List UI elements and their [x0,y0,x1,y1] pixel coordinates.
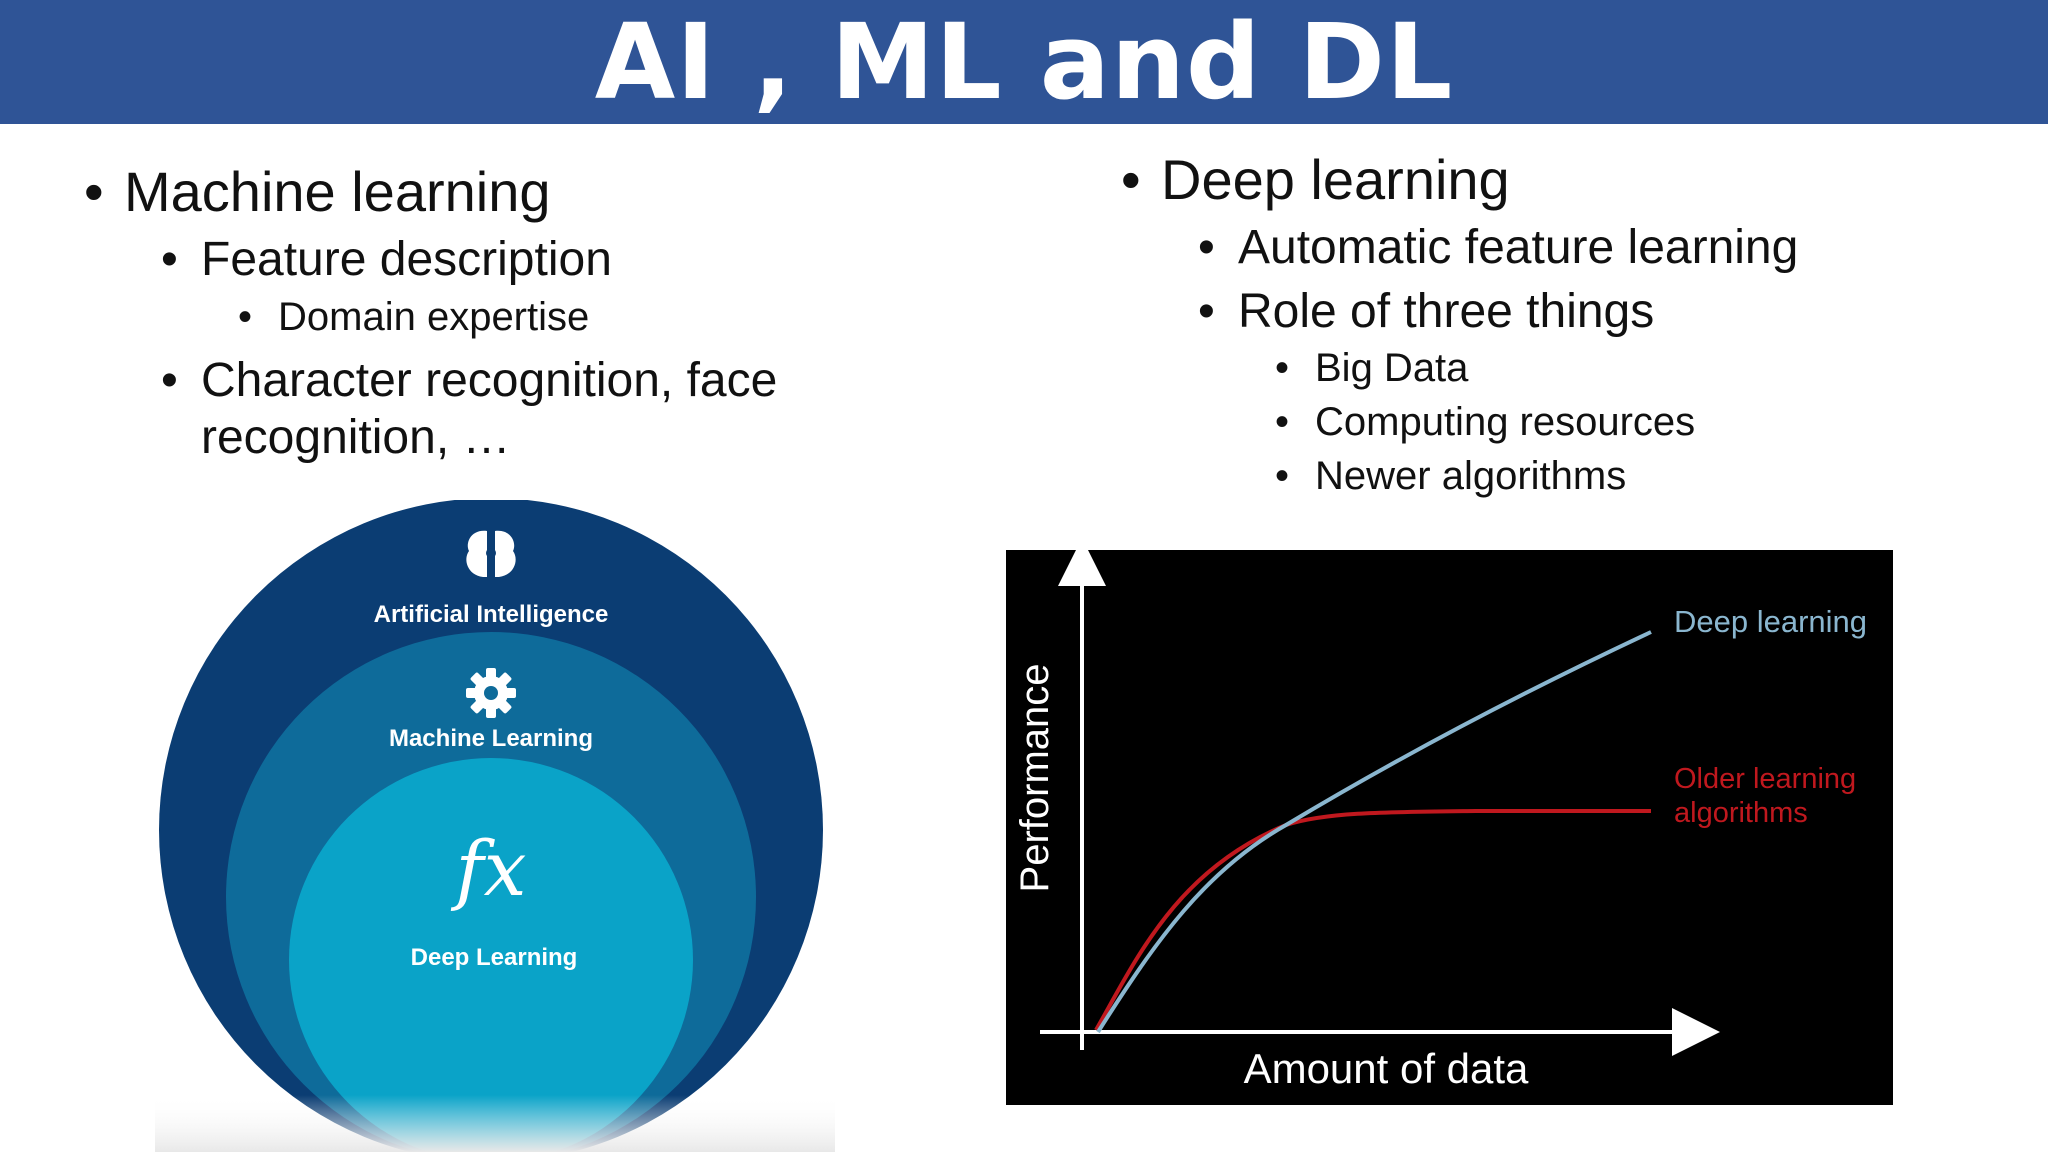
ai-ml-dl-diagram: Artificial Intelligence Machine Learning… [155,500,835,1152]
bullet-role-of-three-things: Role of three things [1198,284,2021,339]
bullet-text: Automatic feature learning [1238,221,1799,275]
ai-label: Artificial Intelligence [374,601,609,628]
dl-circle [289,758,693,1152]
older-algorithms-label: Older learning [1674,763,1856,795]
y-axis-label: Performance [1013,664,1057,893]
bullet-big-data: Big Data [1275,345,2021,391]
x-axis-label: Amount of data [1244,1045,1529,1092]
bullet-text-continued: recognition, … [201,411,511,465]
right-bullet-list: Deep learning Automatic feature learning… [1121,148,2021,499]
bullet-feature-description: Feature description [161,232,884,287]
dl-label: Deep Learning [411,944,578,971]
bullet-text: Role of three things [1238,284,1655,338]
brain-icon [466,530,516,577]
bullet-character-recognition: Character recognition, face recognition,… [161,352,884,467]
bullet-text: Computing resources [1315,399,1696,444]
gear-icon [466,668,516,718]
bullet-computing-resources: Computing resources [1275,399,2021,445]
left-bullet-list: Machine learning Feature description Dom… [84,160,884,467]
bullet-newer-algorithms: Newer algorithms [1275,453,2021,499]
deep-learning-label: Deep learning [1674,604,1867,639]
bullet-text: Newer algorithms [1315,453,1627,498]
bullet-text: Deep learning [1161,148,1510,211]
bullet-automatic-feature-learning: Automatic feature learning [1198,220,2021,275]
function-fx-icon: fx [451,824,527,913]
deep-learning-curve [1096,630,1652,1034]
bullet-text: Machine learning [124,160,551,223]
slide-title: AI , ML and DL [594,1,1454,123]
ml-label: Machine Learning [389,725,593,752]
bullet-text: Character recognition, face [201,353,778,407]
bullet-text: Domain expertise [278,294,590,339]
performance-graph: Deep learning Older learning algorithms … [1006,538,1893,1105]
bottom-fade [155,1095,835,1152]
bullet-text: Feature description [201,233,612,287]
older-algorithms-curve [1094,809,1651,1031]
bullet-machine-learning: Machine learning [84,160,884,225]
title-bar: AI , ML and DL [0,0,2048,124]
bullet-deep-learning: Deep learning [1121,148,2021,213]
bullet-domain-expertise: Domain expertise [238,294,884,340]
older-algorithms-label-line2: algorithms [1674,797,1808,829]
bullet-text: Big Data [1315,345,1469,390]
